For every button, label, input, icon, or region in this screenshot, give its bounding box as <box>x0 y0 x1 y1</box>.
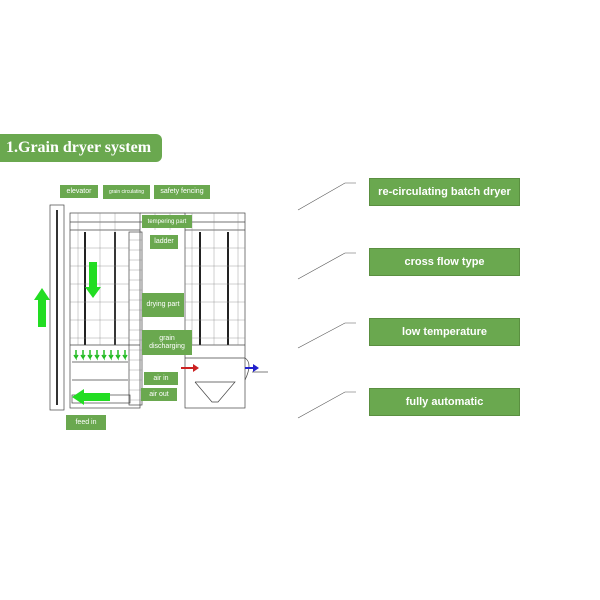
small-down-arrow-icon <box>101 350 107 361</box>
section-title: 1.Grain dryer system <box>0 134 162 162</box>
air-out-arrow-icon <box>245 364 259 372</box>
elevator-column <box>49 204 65 411</box>
small-down-arrow-icon <box>94 350 100 361</box>
small-down-arrow-icon <box>73 350 79 361</box>
left-arrow-icon <box>72 389 110 405</box>
label-ladder: ladder <box>150 235 178 249</box>
feature-fully-automatic: fully automatic <box>369 388 520 416</box>
label-grain-discharging: grain discharging <box>142 330 192 355</box>
label-air-in: air in <box>144 372 178 385</box>
label-elevator: elevator <box>60 185 98 198</box>
flow-arrows <box>34 262 110 405</box>
air-in-arrow-icon <box>181 364 199 372</box>
feature-recirculating: re-circulating batch dryer <box>369 178 520 206</box>
small-down-arrow-icon <box>80 350 86 361</box>
label-air-out: air out <box>141 388 177 401</box>
label-grain-circulating: grain circulating <box>103 185 150 199</box>
feature-low-temperature: low temperature <box>369 318 520 346</box>
up-arrow-icon <box>34 288 50 327</box>
right-tower <box>184 212 246 409</box>
label-drying-part: drying part <box>142 293 184 317</box>
left-tower <box>69 212 141 409</box>
feature-cross-flow: cross flow type <box>369 248 520 276</box>
small-down-arrow-icon <box>122 350 128 361</box>
label-feed-in: feed in <box>66 415 106 430</box>
label-tempering-part: tempering part <box>142 215 192 228</box>
down-arrow-icon <box>85 262 101 298</box>
small-down-arrow-icon <box>87 350 93 361</box>
small-down-arrow-icon <box>115 350 121 361</box>
label-safety-fencing: safety fencing <box>154 185 210 199</box>
ladder-shape <box>128 231 143 406</box>
small-down-arrow-icon <box>108 350 114 361</box>
